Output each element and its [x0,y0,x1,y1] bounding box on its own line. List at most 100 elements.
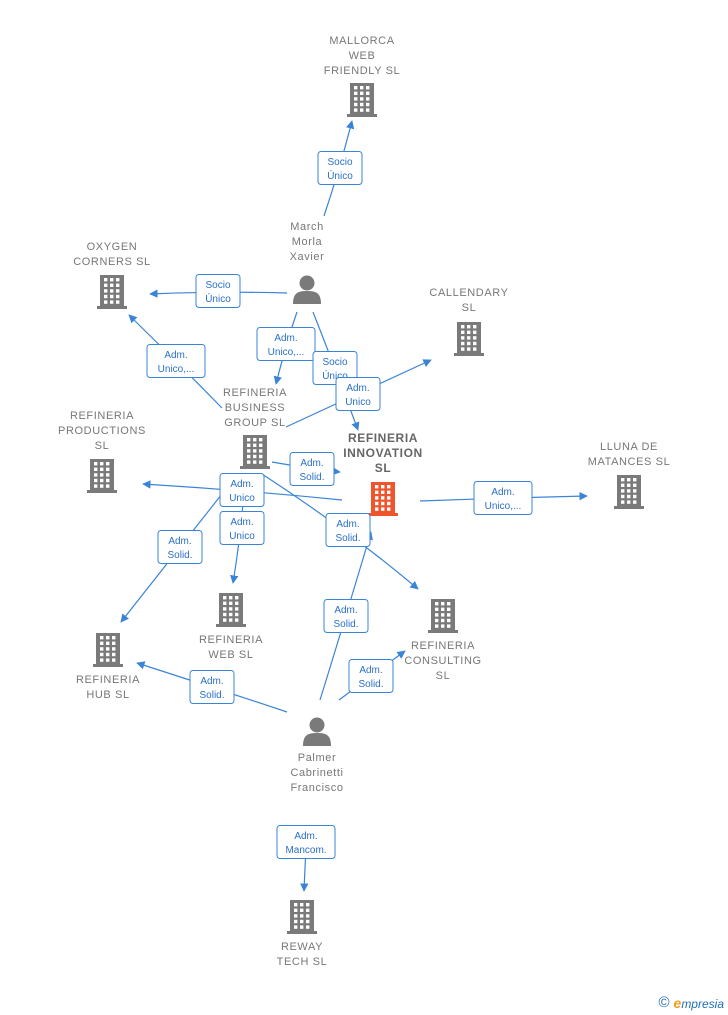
node-label-line: CONSULTING [404,655,481,667]
edge-label-line: Solid. [167,550,192,561]
edge-label-e13[interactable]: Adm. Solid. [323,599,369,633]
node-label-line: REFINERIA [411,640,475,652]
node-label-line: Palmer [298,752,336,764]
edge-label-e7[interactable]: Adm.Solid. [289,452,335,486]
edge-label-line: Adm. [334,605,357,616]
edge-label-line: Unico,... [158,364,195,375]
edge-label-e6[interactable]: Adm. Unico [335,377,381,411]
edge-label-box [312,351,358,385]
edge-label-line: Solid. [299,472,324,483]
node-label-line: BUSINESS [225,402,285,414]
edge-label-line: Socio [322,357,347,368]
person-icon [303,717,331,746]
node-oxygen[interactable]: OXYGEN CORNERS SL [73,241,151,309]
edge-label-line: Adm. [168,536,191,547]
edge-label-line: Solid. [358,679,383,690]
edge-label-box [189,670,235,704]
edge-label-line: Adm. [164,350,187,361]
building-icon [97,275,127,309]
edge-label-line: Unico [229,531,255,542]
edge-label-box [335,377,381,411]
node-label-line: TECH SL [277,956,328,968]
building-icon [347,83,377,117]
edge-label-e9[interactable]: Adm. Unico [219,511,265,545]
edge-label-e8[interactable]: Adm.Unico [219,473,265,507]
node-label-line: WEB SL [208,649,253,661]
node-label-line: SL [462,302,477,314]
edge-label-box [157,530,203,564]
edge-label-e11[interactable]: Adm.Unico,... [473,481,533,515]
node-label-line: REWAY [281,941,323,953]
node-label-line: FRIENDLY SL [324,65,401,77]
node-label-line: OXYGEN [87,241,138,253]
brand-logo[interactable]: empresia [674,995,724,1011]
edge-label-line: Único [327,169,353,182]
building-icon [454,322,484,356]
node-label-line: Xavier [290,251,325,263]
edge-label-e14[interactable]: Adm.Solid. [348,659,394,693]
node-label-line: REFINERIA [223,387,287,399]
edge-label-box [276,825,336,859]
node-label-line: Francisco [290,782,343,794]
edge-label-box [146,344,206,378]
edge-labels-layer: SocioÚnicoSocioÚnicoAdm.Unico,...SocioÚn… [146,151,533,859]
node-business[interactable]: REFINERIA BUSINESS GROUP SL [223,387,287,469]
edge-label-line: Solid. [199,690,224,701]
node-label-line: PRODUCTIONS [58,425,146,437]
building-icon [216,593,246,627]
node-label-line: March [290,221,324,233]
edge-label-box [473,481,533,515]
edge-label-e12[interactable]: Adm.Solid. [325,513,371,547]
node-callendary[interactable]: CALLENDARY SL [429,287,508,356]
node-label-line: CALLENDARY [429,287,508,299]
building-icon [428,599,458,633]
building-icon [368,482,398,516]
edge-label-e10[interactable]: Adm. Solid. [157,530,203,564]
node-label-line: SL [375,461,392,475]
edge-label-e15[interactable]: Adm.Solid. [189,670,235,704]
node-label-line: CORNERS SL [73,256,151,268]
edge-label-e3[interactable]: Adm. Unico,... [256,327,316,361]
node-consulting[interactable]: REFINERIA CONSULTING SL [404,599,481,682]
edge-label-box [195,274,241,308]
edge-label-box [256,327,316,361]
edge-label-line: Unico [229,493,255,504]
edge-label-line: Unico [345,397,371,408]
edge-label-e16[interactable]: Adm.Mancom. [276,825,336,859]
node-lluna[interactable]: LLUNA DE MATANCES SL [588,441,671,509]
edge-label-line: Adm. [346,383,369,394]
edge-label-box [219,473,265,507]
edge-label-line: Adm. [230,517,253,528]
edge-label-box [325,513,371,547]
building-icon [240,435,270,469]
footer-brand: © empresia [658,994,724,1011]
node-reway[interactable]: REWAY TECH SL [277,900,328,968]
edge-label-box [317,151,363,185]
node-label-line: MATANCES SL [588,456,671,468]
edge-label-line: Solid. [333,619,358,630]
edge-label-box [348,659,394,693]
node-label-line: GROUP SL [224,417,285,429]
edge-label-line: Adm. [491,487,514,498]
node-label-line: SL [436,670,451,682]
edge-label-e5[interactable]: Adm. Unico,... [146,344,206,378]
edge-label-line: Unico,... [268,347,305,358]
edge-label-line: Adm. [274,333,297,344]
edge-label-line: Socio [205,280,230,291]
node-label-line: LLUNA DE [600,441,658,453]
node-label-line: Cabrinetti [290,767,343,779]
edge-label-line: Socio [327,157,352,168]
edge-label-line: Único [205,292,231,305]
node-label-line: REFINERIA [70,410,134,422]
